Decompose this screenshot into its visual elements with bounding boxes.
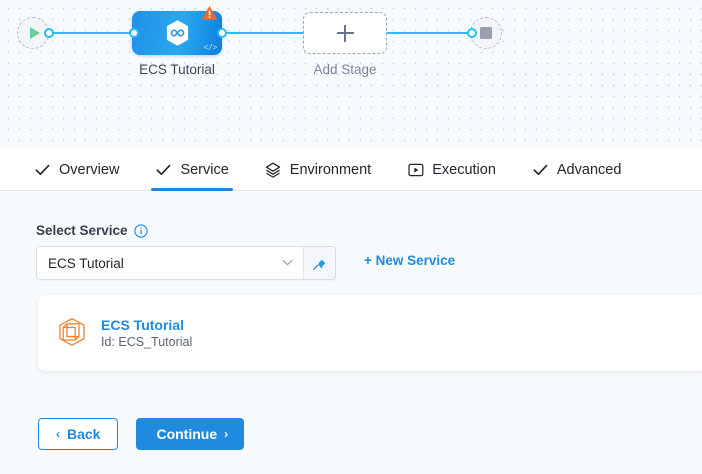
pipeline-start-node[interactable] xyxy=(17,17,49,49)
service-card-text: ECS Tutorial Id: ECS_Tutorial xyxy=(101,317,192,349)
continue-button-label: Continue xyxy=(156,426,218,442)
stage-output-port[interactable] xyxy=(217,28,227,38)
tab-advanced[interactable]: Advanced xyxy=(514,149,640,190)
stage-node-label: ECS Tutorial xyxy=(139,62,215,77)
tab-underline xyxy=(151,188,233,191)
edge-add-to-end xyxy=(386,32,472,34)
service-card-id: Id: ECS_Tutorial xyxy=(101,335,193,349)
plus-icon-vertical xyxy=(344,24,346,42)
service-select-wrapper: ECS Tutorial xyxy=(36,246,336,280)
stop-square-icon xyxy=(480,27,492,39)
pin-icon xyxy=(312,259,326,270)
select-service-label-group: Select Service xyxy=(36,223,148,238)
code-brackets-icon: </> xyxy=(203,44,217,53)
layers-diamond-icon xyxy=(265,161,282,178)
tab-environment-label: Environment xyxy=(289,161,372,178)
stage-config-tabs: Overview Service Environment xyxy=(0,149,702,191)
tab-advanced-label: Advanced xyxy=(556,161,622,178)
edge-stage-to-add xyxy=(222,32,304,34)
tab-service-label: Service xyxy=(180,161,229,178)
service-select[interactable]: ECS Tutorial xyxy=(37,247,303,279)
check-icon xyxy=(155,161,172,178)
play-box-icon xyxy=(407,161,424,178)
start-node-port[interactable] xyxy=(44,28,54,38)
chevron-left-icon: ‹ xyxy=(56,427,60,441)
pin-service-button[interactable] xyxy=(303,247,335,279)
chevron-right-icon: › xyxy=(224,427,229,441)
tab-environment[interactable]: Environment xyxy=(247,149,389,190)
continue-button[interactable]: Continue › xyxy=(136,418,245,450)
cube-icon xyxy=(59,317,85,346)
info-icon[interactable] xyxy=(133,223,148,238)
edge-start-to-stage xyxy=(42,32,134,34)
back-button-label: Back xyxy=(67,426,101,442)
new-service-link[interactable]: + New Service xyxy=(364,253,456,268)
check-icon xyxy=(34,161,51,178)
stage-node-ecs-tutorial[interactable]: </> xyxy=(132,6,222,55)
tab-execution-label: Execution xyxy=(432,161,496,178)
chevron-down-icon xyxy=(282,258,293,269)
wizard-footer-buttons: ‹ Back Continue › xyxy=(38,418,245,450)
select-service-label: Select Service xyxy=(36,223,128,238)
back-button[interactable]: ‹ Back xyxy=(38,418,119,450)
add-stage-label: Add Stage xyxy=(313,62,377,77)
tab-service[interactable]: Service xyxy=(137,149,246,191)
play-icon xyxy=(29,27,40,39)
check-icon xyxy=(532,161,549,178)
pipeline-canvas[interactable]: </> ECS Tutorial Add Stage xyxy=(0,0,702,149)
tab-overview[interactable]: Overview xyxy=(16,149,137,190)
selected-service-card[interactable]: ECS Tutorial Id: ECS_Tutorial xyxy=(38,295,702,371)
add-stage-button[interactable] xyxy=(303,12,387,54)
warning-triangle-icon[interactable] xyxy=(201,5,218,21)
tab-overview-label: Overview xyxy=(59,161,120,178)
stage-input-port[interactable] xyxy=(129,28,139,38)
service-card-name[interactable]: ECS Tutorial xyxy=(101,317,184,333)
service-select-value: ECS Tutorial xyxy=(48,255,124,271)
service-hexagon-icon xyxy=(166,20,188,46)
tab-execution[interactable]: Execution xyxy=(389,149,514,190)
end-node-port[interactable] xyxy=(467,28,477,38)
